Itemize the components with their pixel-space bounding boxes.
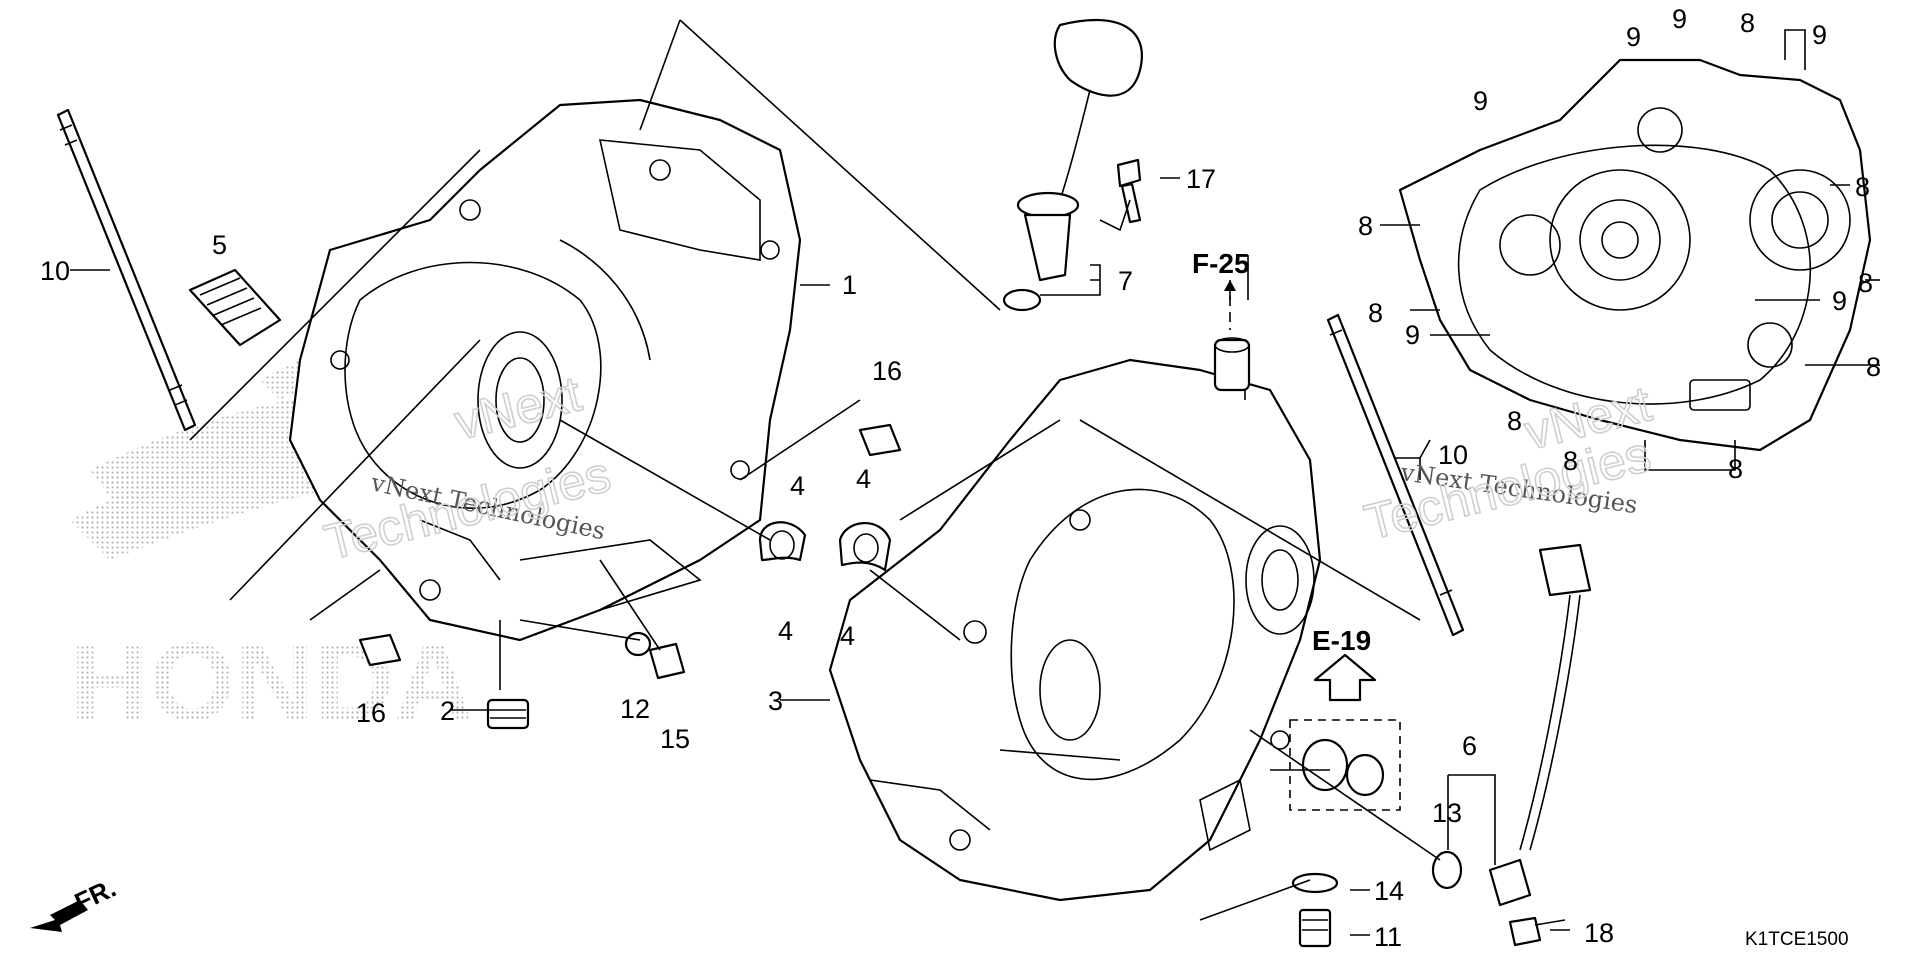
callout-9d[interactable]: 9 — [1812, 20, 1827, 50]
callout-ticks — [70, 177, 1880, 936]
washer-12 — [624, 631, 652, 657]
bearing-left — [758, 521, 807, 562]
callout-16b[interactable]: 16 — [356, 698, 386, 728]
callout-8b[interactable]: 8 — [1855, 172, 1870, 202]
callout-7[interactable]: 7 — [1118, 266, 1133, 296]
bolt-18 — [1508, 916, 1566, 947]
bolt-11 — [1298, 908, 1332, 948]
bearing-right — [838, 522, 892, 572]
callout-12[interactable]: 12 — [620, 694, 650, 724]
reference-e19[interactable]: E-19 — [1312, 625, 1371, 656]
callout-10a[interactable]: 10 — [40, 256, 70, 286]
front-direction-indicator: FR. — [30, 873, 121, 932]
collar-15 — [648, 642, 686, 680]
callout-9f[interactable]: 9 — [1832, 286, 1847, 316]
callout-15[interactable]: 15 — [660, 724, 690, 754]
callout-6[interactable]: 6 — [1462, 731, 1477, 761]
brand-watermark: HONDA — [70, 621, 473, 744]
bolt-17 — [1116, 158, 1142, 224]
left-crankcase-illustration — [288, 98, 802, 642]
callout-8f[interactable]: 8 — [1866, 352, 1881, 382]
stud-bolt-left — [56, 108, 197, 432]
callout-9c[interactable]: 9 — [1672, 4, 1687, 34]
callout-14[interactable]: 14 — [1374, 876, 1404, 906]
callout-9e[interactable]: 9 — [1405, 320, 1420, 350]
callout-8e[interactable]: 8 — [1368, 298, 1383, 328]
stud-bolt-right — [1326, 313, 1465, 637]
callout-8a[interactable]: 8 — [1740, 8, 1755, 38]
arrow-left-icon — [30, 900, 88, 932]
reference-f25[interactable]: F-25 — [1192, 248, 1250, 300]
callout-3[interactable]: 3 — [768, 686, 783, 716]
callout-4c[interactable]: 4 — [856, 464, 871, 494]
callout-8i[interactable]: 8 — [1728, 454, 1743, 484]
oil-seal-group — [1289, 653, 1401, 811]
reference-f25-label[interactable]: F-25 — [1192, 248, 1250, 279]
washer-14 — [1291, 872, 1339, 894]
leader-lines — [189, 19, 1441, 921]
callout-4a[interactable]: 4 — [790, 471, 805, 501]
callout-9a[interactable]: 9 — [1473, 86, 1488, 116]
callout-11[interactable]: 11 — [1374, 922, 1402, 952]
right-crankcase-illustration — [828, 337, 1322, 902]
callout-13[interactable]: 13 — [1432, 798, 1462, 828]
crankcase-side-view — [1398, 29, 1872, 452]
callout-5[interactable]: 5 — [212, 230, 227, 260]
callout-10b[interactable]: 10 — [1438, 440, 1468, 470]
drain-plug — [486, 698, 530, 730]
callout-8c[interactable]: 8 — [1358, 211, 1373, 241]
callout-8g[interactable]: 8 — [1507, 406, 1522, 436]
callout-8d[interactable]: 8 — [1858, 268, 1873, 298]
diagram-code: K1TCE1500 — [1745, 929, 1849, 950]
callout-4b[interactable]: 4 — [778, 616, 793, 646]
callout-9b[interactable]: 9 — [1626, 22, 1641, 52]
reference-e19-label[interactable]: E-19 — [1312, 625, 1371, 656]
oil-strainer — [188, 268, 282, 347]
callout-4d[interactable]: 4 — [840, 621, 855, 651]
dowel-pin-upper — [858, 423, 902, 457]
callout-17[interactable]: 17 — [1186, 164, 1216, 194]
oil-dipstick — [1002, 18, 1143, 312]
callout-2[interactable]: 2 — [440, 696, 455, 726]
dowel-pin-lower — [358, 633, 402, 667]
callout-labels: 1 2 3 4 4 4 4 5 6 7 8 8 8 8 8 8 8 8 8 9 … — [40, 4, 1881, 952]
callout-18[interactable]: 18 — [1584, 918, 1614, 948]
callout-8h[interactable]: 8 — [1563, 446, 1578, 476]
watermark-outline-right: Technologies — [1359, 426, 1656, 551]
sensor-harness — [1488, 543, 1592, 907]
o-ring-13 — [1431, 850, 1463, 890]
callout-16a[interactable]: 16 — [872, 356, 902, 386]
callout-1[interactable]: 1 — [842, 270, 857, 300]
